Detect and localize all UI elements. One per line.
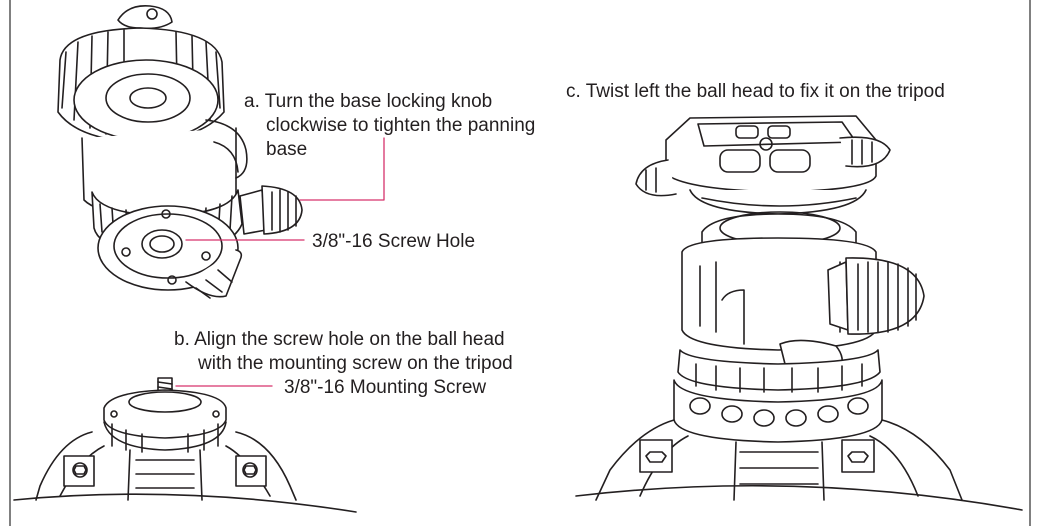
leader-lines	[175, 137, 385, 387]
step-a-line-1: a. Turn the base locking knob	[244, 91, 493, 112]
step-b-line-1: b. Align the screw hole on the ball head	[174, 329, 505, 350]
ball-head-underside-illustration	[57, 4, 303, 299]
leader-line-base-knob	[299, 137, 385, 201]
step-b-line-2: with the mounting screw on the tripod	[198, 353, 513, 374]
step-c-line-1: c. Twist left the ball head to fix it on…	[566, 81, 945, 102]
step-c-instruction: c. Twist left the ball head to fix it on…	[566, 80, 945, 104]
step-a-line-2: clockwise to tighten the panning	[266, 115, 536, 136]
screw-hole-callout: 3/8"-16 Screw Hole	[312, 231, 476, 252]
panel-border	[9, 0, 1031, 526]
step-b-instruction: b. Align the screw hole on the ball head…	[174, 328, 513, 376]
ball-head-on-tripod-illustration	[575, 115, 1023, 511]
step-a-line-3: base	[266, 139, 308, 160]
mounting-screw-callout: 3/8"-16 Mounting Screw	[284, 377, 487, 398]
step-a-instruction: a. Turn the base locking knob clockwise …	[244, 90, 535, 162]
tripod-top-left-illustration	[13, 377, 357, 513]
